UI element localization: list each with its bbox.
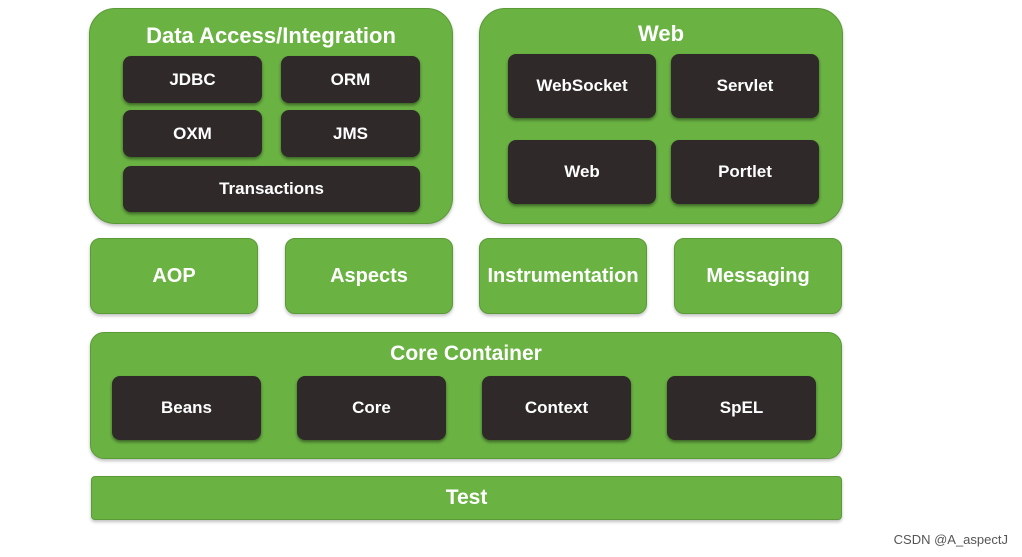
data-access-integration-title: Data Access/Integration <box>146 23 396 48</box>
core-module: Core <box>297 376 446 440</box>
core-container-title: Core Container <box>390 342 542 365</box>
orm-module: ORM <box>281 56 420 103</box>
messaging-module: Messaging <box>674 238 842 314</box>
portlet-module: Portlet <box>671 140 819 204</box>
aspects-module: Aspects <box>285 238 453 314</box>
test-module: Test <box>91 476 842 520</box>
web-title: Web <box>637 21 685 46</box>
web-module: Web <box>508 140 656 204</box>
transactions-module: Transactions <box>123 166 420 212</box>
servlet-module: Servlet <box>671 54 819 118</box>
jms-module: JMS <box>281 110 420 157</box>
oxm-module: OXM <box>123 110 262 157</box>
instrumentation-module: Instrumentation <box>479 238 647 314</box>
csdn-watermark: CSDN @A_aspectJ <box>893 532 1008 547</box>
websocket-module: WebSocket <box>508 54 656 118</box>
jdbc-module: JDBC <box>123 56 262 103</box>
spel-module: SpEL <box>667 376 816 440</box>
context-module: Context <box>482 376 631 440</box>
aop-module: AOP <box>90 238 258 314</box>
beans-module: Beans <box>112 376 261 440</box>
